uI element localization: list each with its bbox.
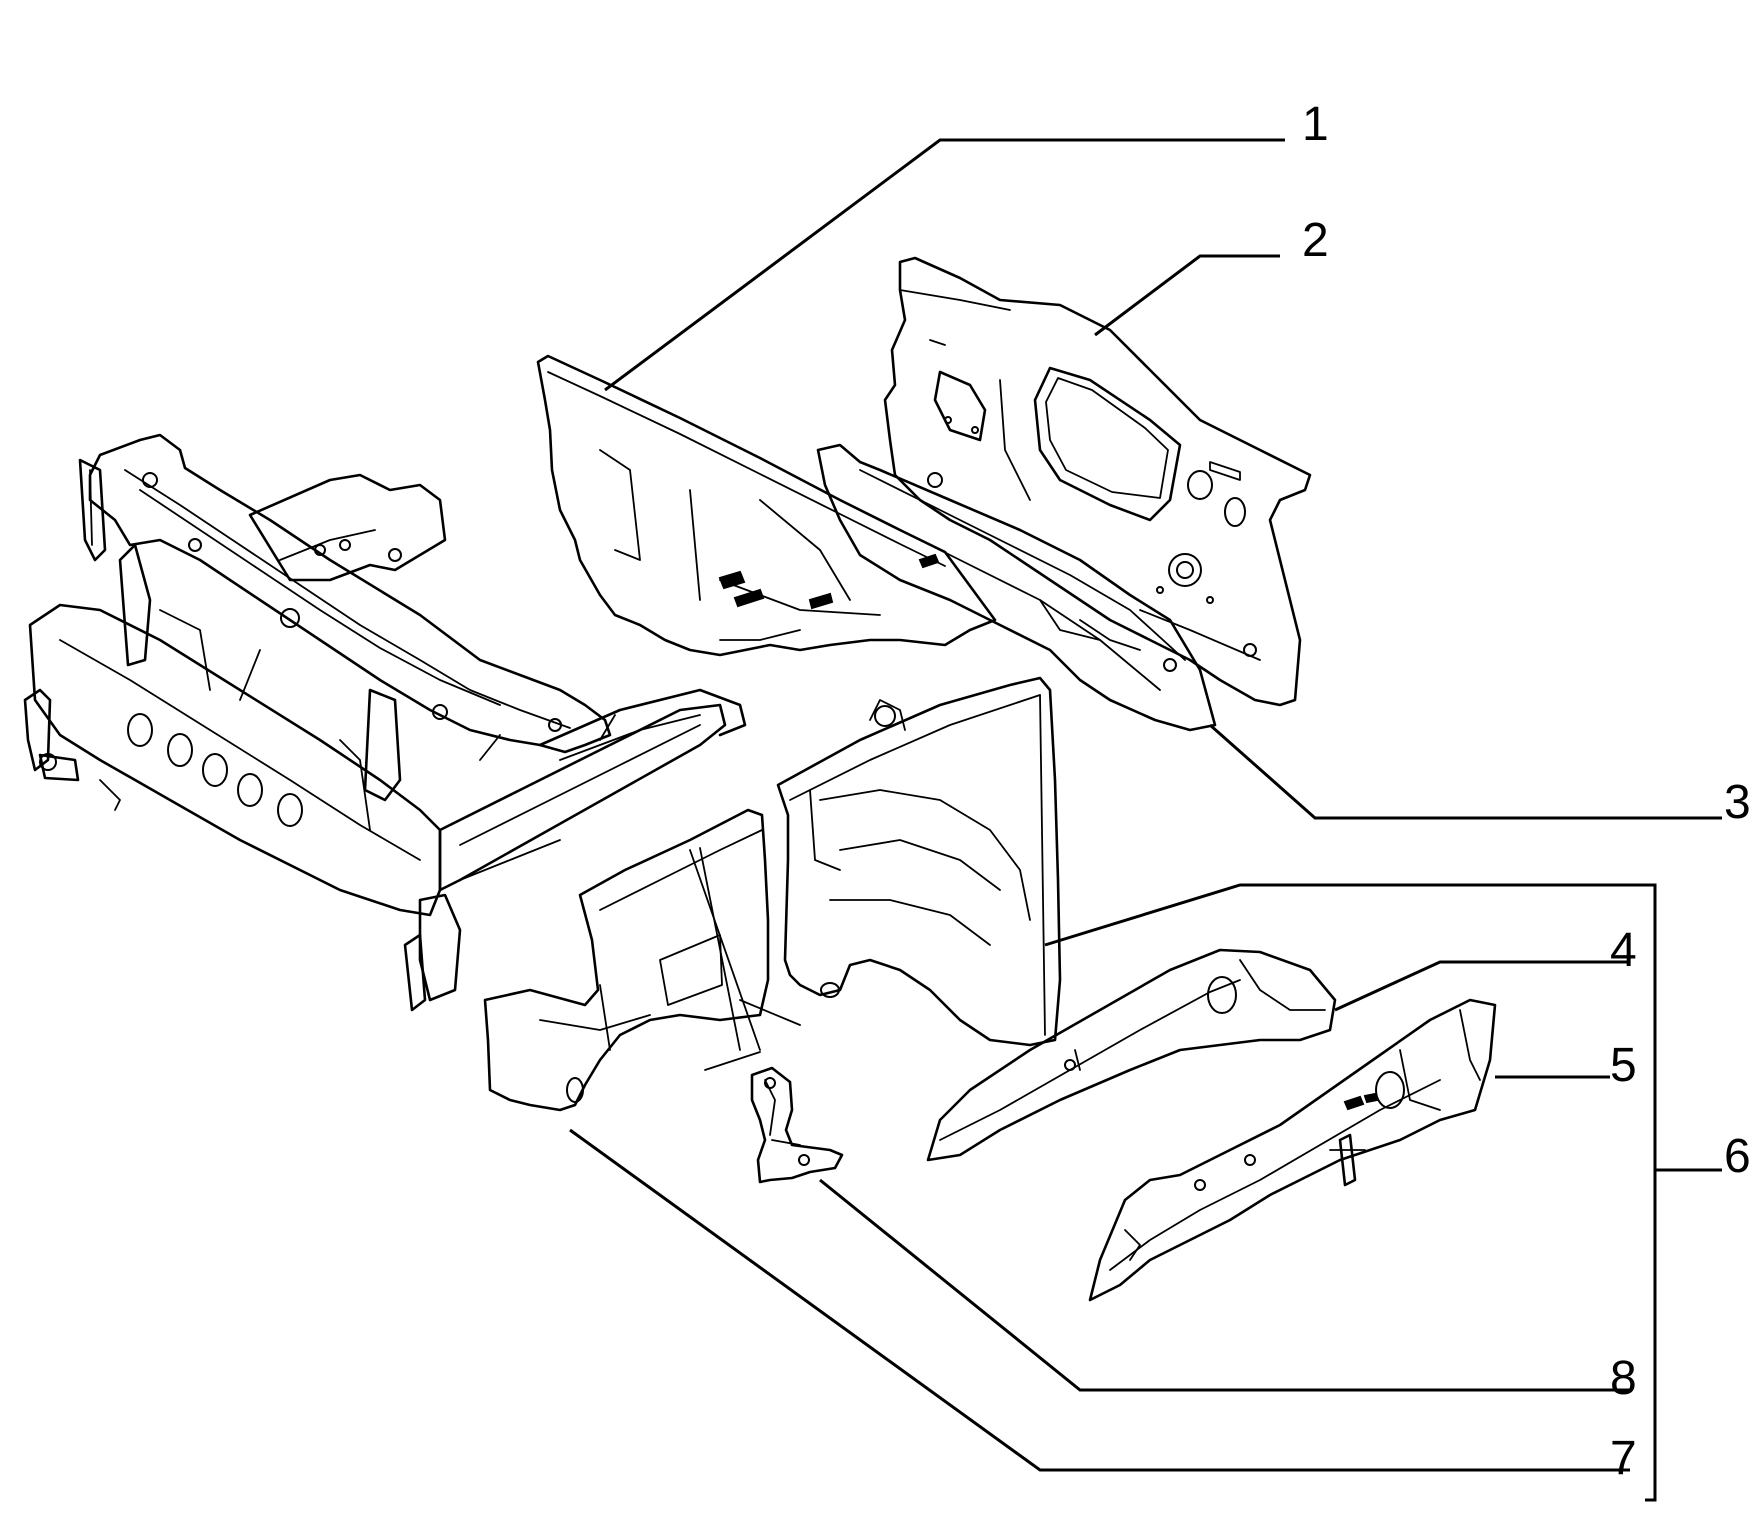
leader-1 (604, 138, 1285, 392)
leader-7 (569, 1128, 1630, 1472)
part-5-longitudinal-member (1088, 998, 1497, 1302)
callout-2: 2 (1302, 214, 1329, 267)
part-7-wing-panel (483, 808, 801, 1112)
callout-4: 4 (1610, 924, 1637, 977)
callout-8: 8 (1610, 1352, 1637, 1405)
part-2-bulkhead-panel (883, 256, 1312, 707)
leader-6-bracket (1645, 883, 1657, 1502)
front-frame-assembly (23, 433, 747, 1012)
leader-8 (819, 1178, 1630, 1392)
leader-2 (1094, 254, 1280, 337)
callout-3: 3 (1724, 776, 1751, 829)
leader-6-to-housing (1044, 883, 1655, 947)
callout-5: 5 (1610, 1039, 1637, 1092)
leader-4 (1334, 960, 1630, 1012)
callout-6: 6 (1724, 1130, 1751, 1183)
callout-1: 1 (1302, 98, 1329, 151)
part-4-side-rail (926, 948, 1337, 1162)
part-8-bracket (750, 1066, 844, 1184)
callout-labels: 1 2 3 4 5 6 7 8 (1302, 98, 1751, 1485)
callout-7: 7 (1610, 1432, 1637, 1485)
wheel-arch-housing (776, 676, 1062, 1047)
leader-3 (1209, 723, 1722, 820)
leader-lines (569, 138, 1722, 1502)
part-1-cross-panel (536, 354, 997, 657)
part-3-scuttle-channel (816, 443, 1217, 732)
